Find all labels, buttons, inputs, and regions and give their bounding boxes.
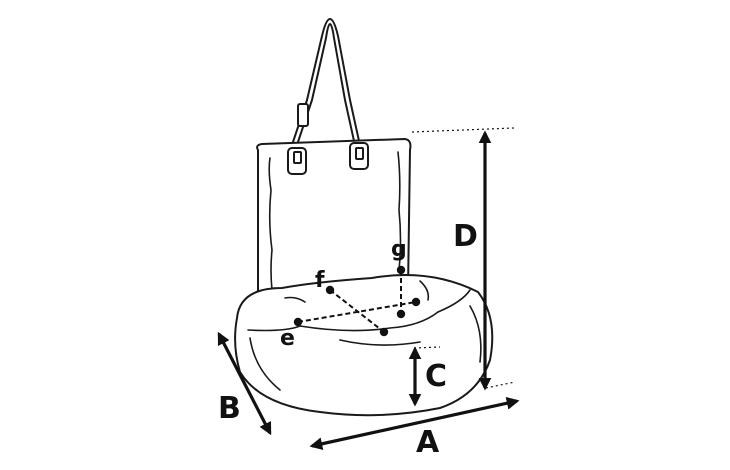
point-f-start (325, 285, 335, 295)
point-g-start (396, 265, 406, 275)
point-f-label: f (315, 268, 325, 293)
guide-seat (413, 346, 441, 349)
point-e-start (293, 317, 303, 327)
dimension-a-label: A (416, 425, 440, 460)
guide-bottom (485, 381, 516, 389)
point-f-end (379, 327, 389, 337)
point-g-label: g (391, 237, 407, 262)
dimension-b-label: B (218, 391, 241, 426)
dimension-b-arrow (217, 331, 272, 436)
bed (234, 274, 494, 417)
measure-f (329, 289, 385, 333)
point-g-end (396, 309, 406, 319)
point-e-end (411, 297, 421, 307)
strap (290, 18, 362, 151)
dimension-c-label: C (425, 359, 447, 394)
guide-top (411, 127, 515, 133)
strap-buckle (297, 103, 309, 127)
dimension-a-arrow (309, 396, 520, 451)
dimension-d-label: D (453, 219, 478, 254)
point-e-label: e (280, 326, 295, 351)
backrest (256, 138, 412, 301)
